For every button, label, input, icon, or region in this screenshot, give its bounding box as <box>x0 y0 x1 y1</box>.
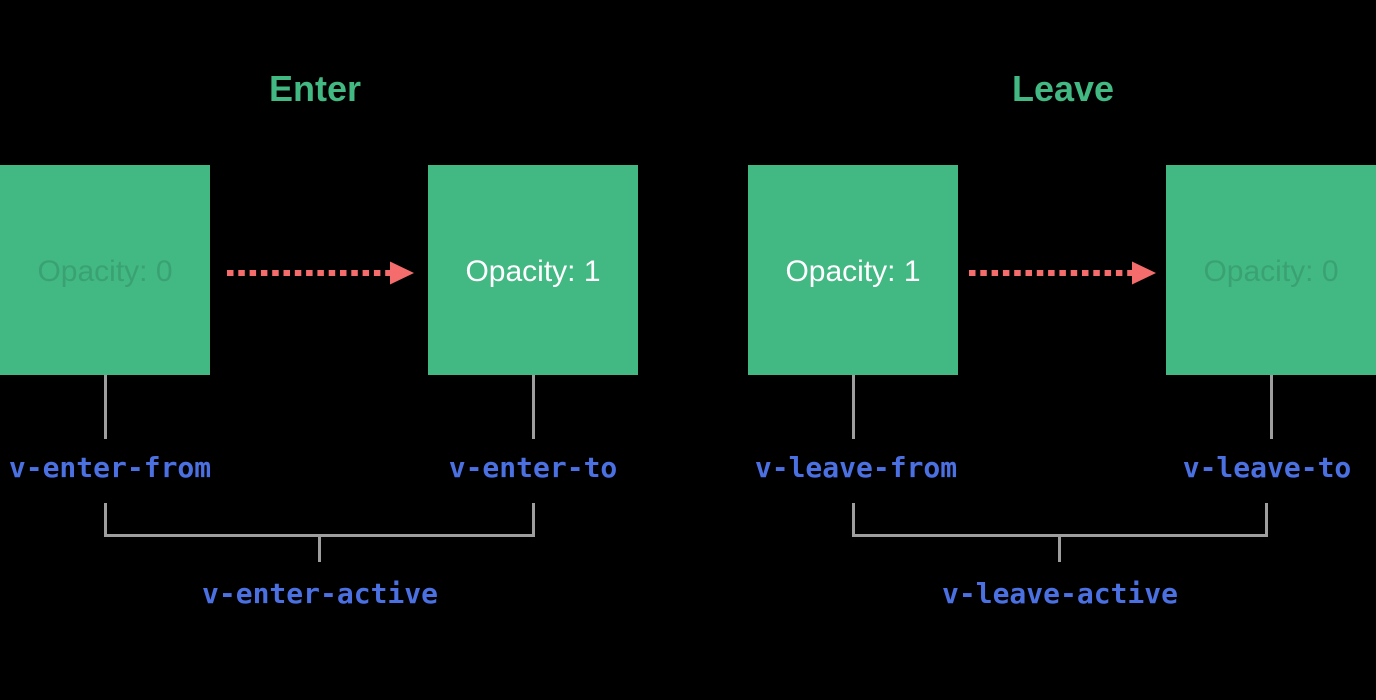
leave-to-connector-line <box>1270 375 1273 439</box>
leave-from-box-label: Opacity: 1 <box>785 255 921 288</box>
enter-active-class-label: v-enter-active <box>201 577 439 610</box>
leave-from-box: Opacity: 1 <box>748 165 958 375</box>
enter-from-class-label: v-enter-from <box>8 451 212 484</box>
enter-to-class-label: v-enter-to <box>448 451 618 484</box>
enter-section-title: Enter <box>268 68 362 109</box>
leave-section-title: Leave <box>1011 68 1115 109</box>
enter-arrow <box>227 261 414 285</box>
enter-arrow-head-icon <box>390 261 414 285</box>
enter-active-bracket-stem <box>318 536 321 562</box>
enter-to-box: Opacity: 1 <box>428 165 638 375</box>
leave-to-box: Opacity: 0 <box>1166 165 1376 375</box>
leave-arrow-head-icon <box>1132 261 1156 285</box>
leave-to-box-label: Opacity: 0 <box>1203 255 1339 288</box>
enter-to-connector-line <box>532 375 535 439</box>
leave-arrow <box>969 261 1156 285</box>
leave-from-connector-line <box>852 375 855 439</box>
leave-to-class-label: v-leave-to <box>1182 451 1352 484</box>
enter-from-connector-line <box>104 375 107 439</box>
leave-from-class-label: v-leave-from <box>754 451 958 484</box>
enter-from-box: Opacity: 0 <box>0 165 210 375</box>
enter-active-bracket <box>104 503 535 537</box>
leave-active-bracket-stem <box>1058 536 1061 562</box>
leave-active-class-label: v-leave-active <box>941 577 1179 610</box>
enter-to-box-label: Opacity: 1 <box>465 255 601 288</box>
enter-from-box-label: Opacity: 0 <box>37 255 173 288</box>
leave-active-bracket <box>852 503 1268 537</box>
